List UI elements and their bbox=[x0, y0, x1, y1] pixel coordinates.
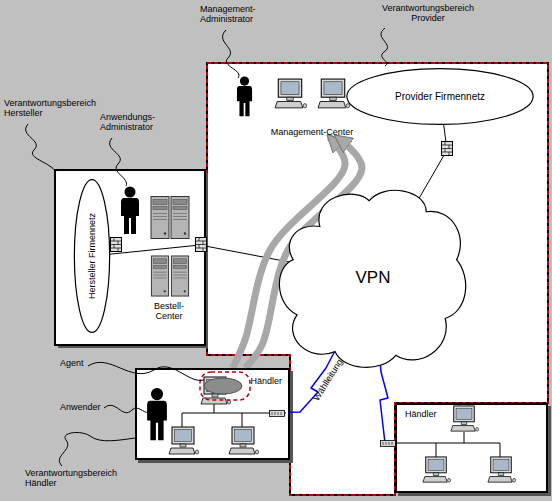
leader-line bbox=[59, 433, 135, 466]
node-label: Händler bbox=[405, 409, 437, 419]
person-icon bbox=[121, 187, 139, 235]
pc-icon bbox=[488, 457, 516, 482]
leader-line bbox=[104, 405, 148, 412]
lan-wire bbox=[396, 432, 500, 457]
node-label: Händler bbox=[250, 376, 282, 386]
dial-up-line bbox=[380, 359, 395, 444]
person-icon bbox=[147, 388, 167, 440]
leader-line bbox=[88, 362, 204, 380]
network-ellipse: Hersteller Firmennetz bbox=[74, 178, 110, 334]
leader-line bbox=[223, 30, 239, 78]
pc-icon bbox=[451, 406, 479, 431]
pc-icon bbox=[169, 427, 199, 454]
callout-label: Verantwortungsbereich Händler bbox=[25, 468, 135, 489]
callout-label: Verantwortungsbereich Provider bbox=[372, 3, 484, 24]
server-icon bbox=[151, 256, 168, 296]
node-label: Management-Center bbox=[262, 127, 362, 137]
hub-icon bbox=[381, 441, 396, 447]
edge-label: Wählleitung bbox=[311, 357, 345, 402]
lan-wire bbox=[182, 404, 286, 428]
leader-line bbox=[110, 138, 127, 186]
callout-label: Anwendungs- Administrator bbox=[100, 112, 172, 133]
node-label: Provider Firmennetz bbox=[395, 91, 485, 103]
pc-icon bbox=[423, 457, 451, 482]
manufacturer-area bbox=[55, 170, 205, 345]
node-label: VPN bbox=[356, 268, 391, 288]
firewall-icon bbox=[196, 238, 207, 252]
server-icon bbox=[171, 256, 188, 296]
agent-area-dash bbox=[200, 372, 250, 400]
node-label: Bestell- Center bbox=[140, 301, 198, 322]
device-group: Bestell- Center bbox=[140, 250, 198, 335]
callout-label: Agent bbox=[60, 358, 100, 368]
person-icon bbox=[237, 76, 252, 116]
node-label: Hersteller Firmennetz bbox=[87, 213, 97, 299]
network-cloud: VPN bbox=[278, 186, 468, 370]
agent-blob bbox=[204, 378, 242, 394]
callout-label: Verantwortungsbereich Hersteller bbox=[4, 98, 114, 119]
network-ellipse: Provider Firmennetz bbox=[345, 68, 535, 125]
firewall-icon bbox=[442, 142, 453, 156]
site-box: Händler bbox=[395, 403, 548, 493]
server-icon bbox=[151, 197, 169, 239]
network-link bbox=[110, 245, 291, 262]
pc-icon bbox=[318, 79, 350, 108]
pc-icon bbox=[229, 427, 259, 454]
firewall-icon bbox=[111, 238, 122, 252]
dealer-area-fill bbox=[395, 403, 548, 493]
pc-icon bbox=[275, 79, 307, 108]
cloud-outline bbox=[279, 190, 465, 367]
leader-line bbox=[381, 28, 387, 66]
leader-line bbox=[26, 124, 56, 172]
hub-icon bbox=[270, 411, 285, 417]
site-box: Händler bbox=[135, 368, 290, 460]
server-icon bbox=[171, 197, 189, 239]
callout-label: Anwender bbox=[60, 402, 110, 412]
network-link bbox=[414, 124, 447, 207]
ellipse-outline bbox=[74, 180, 109, 333]
dealer-area-fill bbox=[135, 368, 290, 460]
callout-label: Management- Administrator bbox=[200, 4, 272, 25]
device-group: Management-Center bbox=[262, 75, 362, 137]
ellipse-outline bbox=[347, 69, 533, 125]
